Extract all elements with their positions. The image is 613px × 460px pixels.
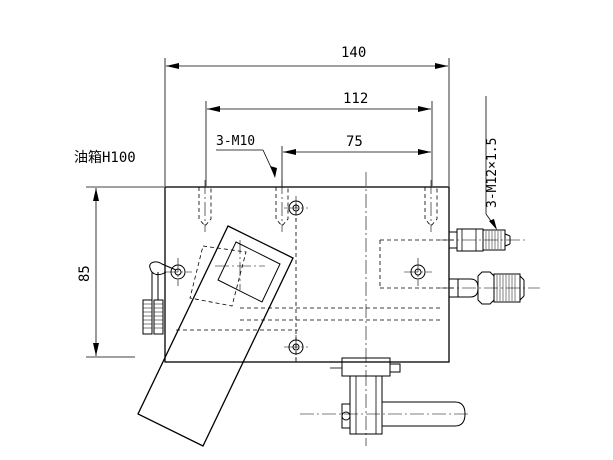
tilted-lever-body [137, 225, 298, 447]
callout-side-ports: 3-M12×1.5 [485, 96, 500, 230]
dimension-offset: 75 [281, 134, 431, 186]
callout-3-m12-label: 3-M12×1.5 [485, 138, 500, 208]
callout-3-m10-label: 3-M10 [216, 134, 255, 149]
top-tapped-hole-left [198, 180, 212, 232]
callout-top-holes: 3-M10 [216, 134, 277, 178]
left-handle-assembly [142, 261, 177, 335]
dimension-85-label: 85 [77, 265, 93, 282]
mounting-hole-right [404, 258, 432, 286]
mounting-hole-top [284, 196, 308, 220]
dimension-height: 85 [77, 186, 164, 358]
side-port-fitting-lower [440, 271, 540, 305]
dimension-140-label: 140 [341, 45, 366, 61]
dimension-112-label: 112 [343, 91, 368, 107]
tank-height-label: 油箱H100 [74, 150, 136, 166]
side-port-fitting-upper [440, 228, 528, 252]
mounting-hole-bottom [284, 335, 308, 360]
top-tapped-hole-right [424, 180, 438, 232]
dimension-75-label: 75 [346, 134, 363, 150]
dimension-hole-span: 112 [205, 91, 433, 186]
top-tapped-hole-middle [275, 180, 289, 232]
mounting-hole-left [164, 258, 192, 286]
bottom-shaft-assembly [300, 357, 470, 446]
dimension-overall-width: 140 [164, 45, 450, 186]
